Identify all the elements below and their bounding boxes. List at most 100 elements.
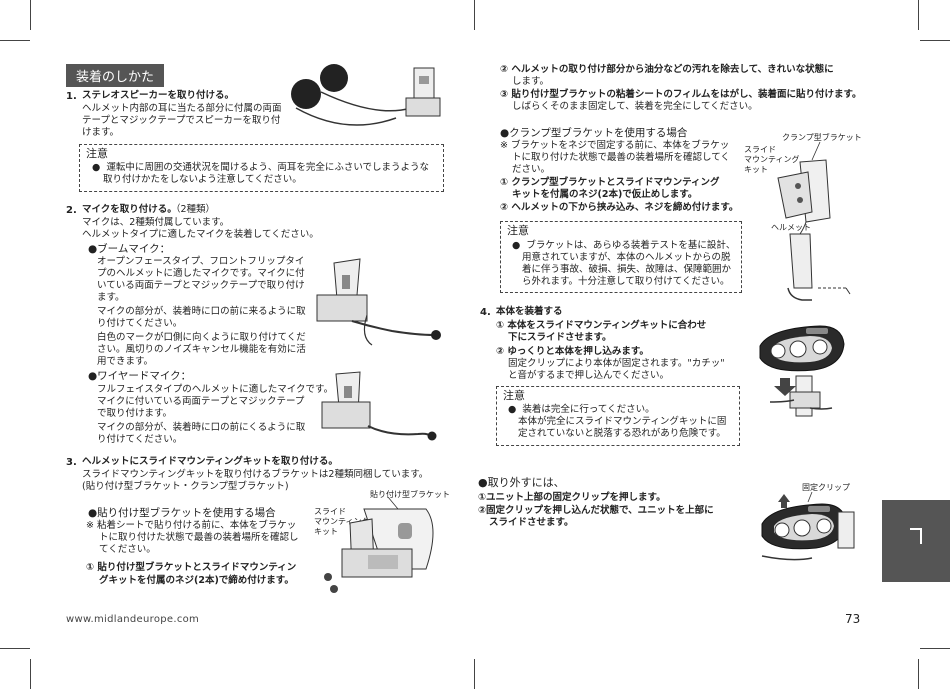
step-instruction: ①ユニット上部の固定クリップを押します。 xyxy=(478,492,666,503)
crop-mark xyxy=(474,659,475,689)
caution-box xyxy=(496,386,740,446)
caution-box xyxy=(500,221,742,293)
diagram-label: ヘルメット xyxy=(771,223,811,232)
caution-title: 注意 xyxy=(86,147,108,160)
body-text: てください。 xyxy=(99,544,156,555)
step-instruction: グキットを付属のネジ(2本)で締め付けます。 xyxy=(99,575,294,586)
crop-mark xyxy=(920,40,950,41)
wired-mic-title: ●ワイヤードマイク： xyxy=(88,370,192,382)
body-text: さい。風切りのノイズキャンセル機能を有効に活 xyxy=(97,344,306,355)
step-instruction: ② ヘルメットの下から挟み込み、ネジを締め付けます。 xyxy=(500,202,739,213)
body-text: します。 xyxy=(512,76,550,87)
caution-text: 定されていないと脱落する恐れがあり危険です。 xyxy=(518,428,726,439)
step-instruction: ① 本体をスライドマウンティングキットに合わせ xyxy=(496,320,707,331)
body-text: トに取り付けた状態で最善の装着場所を確認してく xyxy=(512,152,730,163)
step-instruction: キットを付属のネジ(2本)で仮止めします。 xyxy=(512,189,698,200)
diagram-label: マウンティング xyxy=(744,155,800,164)
body-text: いている両面テープとマジックテープで取り付け xyxy=(97,280,305,291)
body-text: り付けてください。 xyxy=(97,434,183,445)
step-instruction: ② ヘルメットの取り付け部分から油分などの汚れを除去して、きれいな状態に xyxy=(500,64,834,75)
crop-mark xyxy=(918,659,919,689)
caution-title: 注意 xyxy=(507,224,529,237)
step-number: 1. xyxy=(66,91,77,102)
crop-mark xyxy=(920,648,950,649)
subsection-title: ●クランプ型ブラケットを使用する場合 xyxy=(500,127,688,139)
body-text: 用できます。 xyxy=(97,356,154,367)
step-number: 3. xyxy=(66,457,77,468)
body-text: (貼り付け型ブラケット・クランプ型ブラケット) xyxy=(82,481,289,492)
body-text: マイクは、2種類付属しています。 xyxy=(82,217,230,228)
subsection-title: ●貼り付け型ブラケットを使用する場合 xyxy=(88,507,276,519)
body-text: プのヘルメットに適したマイクです。マイクに付 xyxy=(97,268,305,279)
body-text: ※ ブラケットをネジで固定する前に、本体をブラケッ xyxy=(500,140,730,151)
crop-mark xyxy=(0,40,30,41)
caution-text: 本体が完全にスライドマウンティングキットに固 xyxy=(518,416,727,427)
body-text: で取り付けます。 xyxy=(97,408,173,419)
body-text: マイクに付いている両面テープとマジックテープ xyxy=(97,396,305,407)
step-instruction: ① 貼り付け型ブラケットとスライドマウンティン xyxy=(86,562,297,573)
caution-text: ● ブラケットは、あらゆる装着テストを基に設計、 xyxy=(512,240,736,251)
caution-title: 注意 xyxy=(503,389,525,402)
body-text: ヘルメットタイプに適したマイクを装着してください。 xyxy=(82,229,319,240)
step-title: 本体を装着する xyxy=(496,306,563,317)
boom-mic-title: ●ブームマイク： xyxy=(88,243,171,255)
body-text: り付けてください。 xyxy=(97,318,183,329)
diagram-label: スライド xyxy=(314,507,346,516)
diagram-label: キット xyxy=(314,527,338,536)
chapter-tab-glyph xyxy=(910,528,922,544)
body-text: と音がするまで押し込んでください。 xyxy=(508,370,670,381)
step-instruction: ① クランプ型ブラケットとスライドマウンティング xyxy=(500,177,720,188)
body-text: マイクの部分が、装着時に口の前にくるように取 xyxy=(97,422,306,433)
body-text: ださい。 xyxy=(512,164,551,175)
step-title-note: （2種類） xyxy=(171,204,216,215)
step-title: ヘルメットにスライドマウンティングキットを取り付ける。 xyxy=(82,456,338,467)
unit-removal-illustration xyxy=(761,491,855,561)
crop-mark xyxy=(30,0,31,30)
step-number: 2. xyxy=(66,205,77,216)
body-text: 固定クリップにより本体が固定されます。"カチッ" xyxy=(508,358,725,369)
clamp-bracket-illustration xyxy=(777,141,851,301)
body-text: 白色のマークが口側に向くように取り付けてくだ xyxy=(97,332,306,343)
body-text: マイクの部分が、装着時に口の前に来るように取 xyxy=(97,306,306,317)
step-instruction: ② ゆっくりと本体を押し込みます。 xyxy=(496,346,649,357)
step-title: マイクを取り付ける。 xyxy=(82,204,177,215)
crop-mark xyxy=(0,648,30,649)
body-text: テープとマジックテープでスピーカーを取り付 xyxy=(82,115,281,126)
chapter-tab xyxy=(882,500,950,582)
stick-bracket-illustration xyxy=(324,497,434,593)
boom-mic-illustration xyxy=(316,258,441,346)
crop-mark xyxy=(30,659,31,689)
body-text: ます。 xyxy=(97,292,125,303)
footer-url: www.midlandeurope.com xyxy=(66,614,200,625)
diagram-label: マウンティング xyxy=(314,517,370,526)
body-text: オープンフェースタイプ、フロントフリップタイ xyxy=(97,256,305,267)
caution-text: 取り付けかたをしないよう注意してください。 xyxy=(103,174,302,185)
unit-mount-illustration xyxy=(759,325,845,417)
diagram-label: 固定クリップ xyxy=(802,483,850,492)
speaker-illustration xyxy=(291,64,441,126)
body-text: けます。 xyxy=(82,127,120,138)
step-title: ステレオスピーカーを取り付ける。 xyxy=(82,90,235,101)
body-text: ※ 粘着シートで貼り付ける前に、本体をブラケッ xyxy=(86,520,297,531)
diagram-label: クランプ型ブラケット xyxy=(782,133,862,142)
step-instruction: 下にスライドさせます。 xyxy=(508,332,612,343)
diagram-label: キット xyxy=(744,165,768,174)
caution-text: ● 装着は完全に行ってください。 xyxy=(508,404,655,415)
caution-box xyxy=(79,144,444,192)
step-instruction: ②固定クリップを押し込んだ状態で、ユニットを上部に xyxy=(478,505,714,516)
caution-text: 着に伴う事故、破損、損失、故障は、保障範囲か xyxy=(522,264,732,275)
caution-text: ら外れます。十分注意して取り付けてください。 xyxy=(522,276,730,287)
remove-title: ●取り外すには、 xyxy=(478,476,565,489)
body-text: フルフェイスタイプのヘルメットに適したマイクです。 xyxy=(97,384,334,395)
body-text: しばらくそのまま固定して、装着を完全にしてください。 xyxy=(512,101,758,112)
crop-mark xyxy=(474,0,475,30)
diagram-label: スライド xyxy=(744,145,776,154)
diagram-label: 貼り付け型ブラケット xyxy=(370,490,450,499)
wired-mic-illustration xyxy=(321,371,437,441)
step-instruction: スライドさせます。 xyxy=(489,517,574,528)
caution-text: 用意されていますが、本体のヘルメットからの脱 xyxy=(522,252,731,263)
crop-mark xyxy=(918,0,919,30)
section-heading: 装着のしかた xyxy=(66,64,165,87)
body-text: スライドマウンティングキットを取り付けるブラケットは2種類同梱しています。 xyxy=(82,469,429,480)
caution-text: ● 運転中に周囲の交通状況を聞けるよう、両耳を完全にふさいでしまうような xyxy=(92,162,430,173)
